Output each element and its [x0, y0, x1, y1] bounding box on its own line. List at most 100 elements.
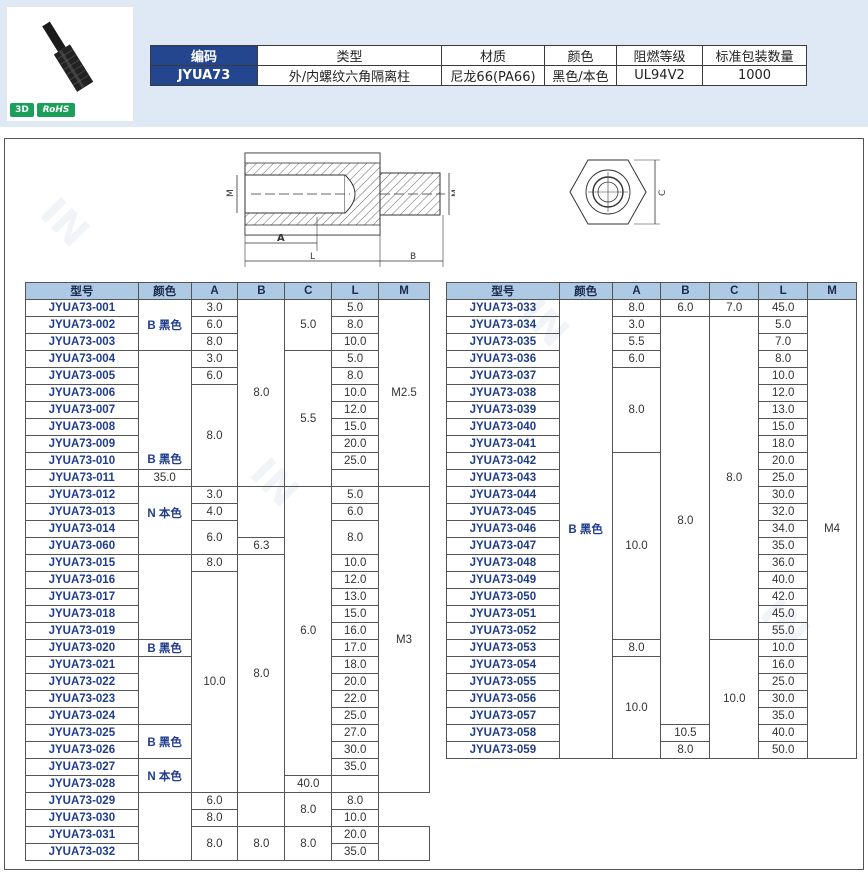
color-cell: B 黑色	[137, 639, 192, 657]
b-cell: 8.0	[237, 299, 286, 487]
a-cell: 3.0	[190, 486, 239, 504]
l-cell: 35.0	[758, 707, 809, 725]
l-cell: 10.0	[331, 384, 380, 402]
l-cell: 20.0	[331, 826, 380, 844]
l-cell: 16.0	[758, 656, 809, 674]
col-c: C	[284, 282, 333, 300]
table-row: JYUA73-030 8.0 10.0	[25, 809, 430, 827]
standoff-product-icon	[42, 21, 94, 92]
l-cell: 35.0	[758, 537, 809, 555]
a-cell: 3.0	[611, 316, 662, 334]
dim-l: L	[310, 252, 315, 262]
a-cell: 6.0	[190, 792, 239, 810]
col-l: L	[331, 282, 380, 300]
model-cell: JYUA73-032	[25, 843, 139, 861]
model-cell: JYUA73-005	[25, 367, 139, 385]
model-cell: JYUA73-035	[446, 333, 560, 351]
table-row: JYUA73-016 10.0 12.0	[25, 571, 430, 793]
model-cell: JYUA73-053	[446, 639, 560, 657]
table-row: JYUA73-034 3.0 8.0 8.0 5.0	[446, 316, 857, 725]
a-cell: 6.0	[611, 350, 662, 368]
c-cell: 7.0	[709, 299, 760, 317]
a-cell: 8.0	[190, 826, 239, 861]
model-cell: JYUA73-050	[446, 588, 560, 606]
color-cell: N 本色	[137, 486, 192, 555]
a-cell: 10.0	[190, 571, 239, 793]
model-cell: JYUA73-042	[446, 452, 560, 470]
table-row: JYUA73-037 8.0 10.0	[446, 367, 857, 453]
b-cell: 10.5	[660, 724, 711, 742]
a-cell: 8.0	[190, 809, 239, 827]
table-row: JYUA73-002 6.0 8.0	[25, 316, 430, 334]
side-view-drawing: M M A L B	[226, 152, 455, 267]
table-row: JYUA73-047 35.0	[446, 537, 857, 555]
model-cell: JYUA73-019	[25, 622, 139, 640]
a-cell: 8.0	[190, 554, 239, 572]
spec-type: 外/内螺纹六角隔离柱	[257, 65, 442, 86]
c-cell: 10.0	[709, 639, 760, 759]
table-row: JYUA73-004 B 黑色 3.0 5.5 5.0	[25, 350, 430, 487]
rohs-badge: RoHS	[37, 103, 75, 117]
model-cell: JYUA73-020	[25, 639, 139, 657]
l-cell: 6.0	[331, 503, 380, 521]
dim-c: C	[658, 190, 668, 196]
model-cell: JYUA73-015	[25, 554, 139, 572]
model-cell: JYUA73-009	[25, 435, 139, 453]
l-cell: 18.0	[331, 656, 380, 674]
l-cell: 55.0	[758, 622, 809, 640]
model-cell: JYUA73-021	[25, 656, 139, 674]
model-cell: JYUA73-058	[446, 724, 560, 742]
m-cell: M2.5	[378, 299, 430, 487]
a-cell: 3.0	[190, 299, 239, 317]
model-cell: JYUA73-008	[25, 418, 139, 436]
l-cell: 40.0	[758, 724, 809, 742]
l-cell: 35.0	[137, 469, 192, 487]
table-row: JYUA73-053 8.0 10.0 10.0	[446, 639, 857, 759]
table-row: JYUA73-033 B 黑色 8.0 6.0 7.0 45.0 M4	[446, 299, 857, 759]
spec-material: 尼龙66(PA66)	[441, 65, 545, 86]
l-cell: 25.0	[331, 707, 380, 725]
table-row: JYUA73-032 35.0	[25, 843, 430, 861]
table-row: JYUA73-043 25.0	[446, 469, 857, 487]
model-cell: JYUA73-047	[446, 537, 560, 555]
a-cell: 8.0	[190, 384, 239, 487]
spec-header-code: 编码	[150, 45, 258, 66]
dim-m-right: M	[451, 189, 455, 197]
col-color: 颜色	[137, 282, 192, 300]
b-cell	[237, 792, 286, 827]
l-cell: 50.0	[758, 741, 809, 759]
m-cell	[378, 826, 430, 861]
b-cell: 8.0	[660, 316, 711, 725]
model-cell: JYUA73-002	[25, 316, 139, 334]
table-row: JYUA73-022 20.0	[25, 673, 430, 691]
table-row: JYUA73-003 8.0 10.0	[25, 333, 430, 351]
col-m: M	[807, 282, 857, 300]
spec-table: 编码 类型 材质 颜色 阻燃等级 标准包装数量 JYUA73 外/内螺纹六角隔离…	[150, 45, 807, 86]
table-row: JYUA73-044 30.0	[446, 486, 857, 504]
b-cell	[237, 486, 286, 538]
model-cell: JYUA73-010	[25, 452, 139, 470]
a-cell: 6.0	[190, 520, 239, 555]
table-row: JYUA73-035 5.5 7.0	[446, 333, 857, 351]
l-cell: 7.0	[758, 333, 809, 351]
a-cell: 3.0	[190, 350, 239, 368]
l-cell: 8.0	[331, 316, 380, 334]
table-row: JYUA73-009 20.0	[25, 435, 430, 453]
l-cell: 32.0	[758, 503, 809, 521]
table-header-row: 型号 颜色 A B C L M	[25, 282, 430, 300]
model-cell: JYUA73-060	[25, 537, 139, 555]
a-cell: 4.0	[190, 503, 239, 521]
spec-header-package-qty: 标准包装数量	[702, 45, 807, 66]
table-header-row: 型号 颜色 A B C L M	[446, 282, 857, 300]
l-cell: 30.0	[758, 690, 809, 708]
model-cell: JYUA73-025	[25, 724, 139, 742]
l-cell: 5.0	[331, 299, 380, 317]
l-cell: 12.0	[758, 384, 809, 402]
table-row: JYUA73-031 8.0 8.0 8.0 20.0	[25, 826, 430, 861]
model-cell: JYUA73-022	[25, 673, 139, 691]
model-cell: JYUA73-059	[446, 741, 560, 759]
l-cell: 42.0	[758, 588, 809, 606]
col-model: 型号	[446, 282, 560, 300]
model-cell: JYUA73-027	[25, 758, 139, 776]
table-row: JYUA73-054 10.0 16.0	[446, 656, 857, 759]
